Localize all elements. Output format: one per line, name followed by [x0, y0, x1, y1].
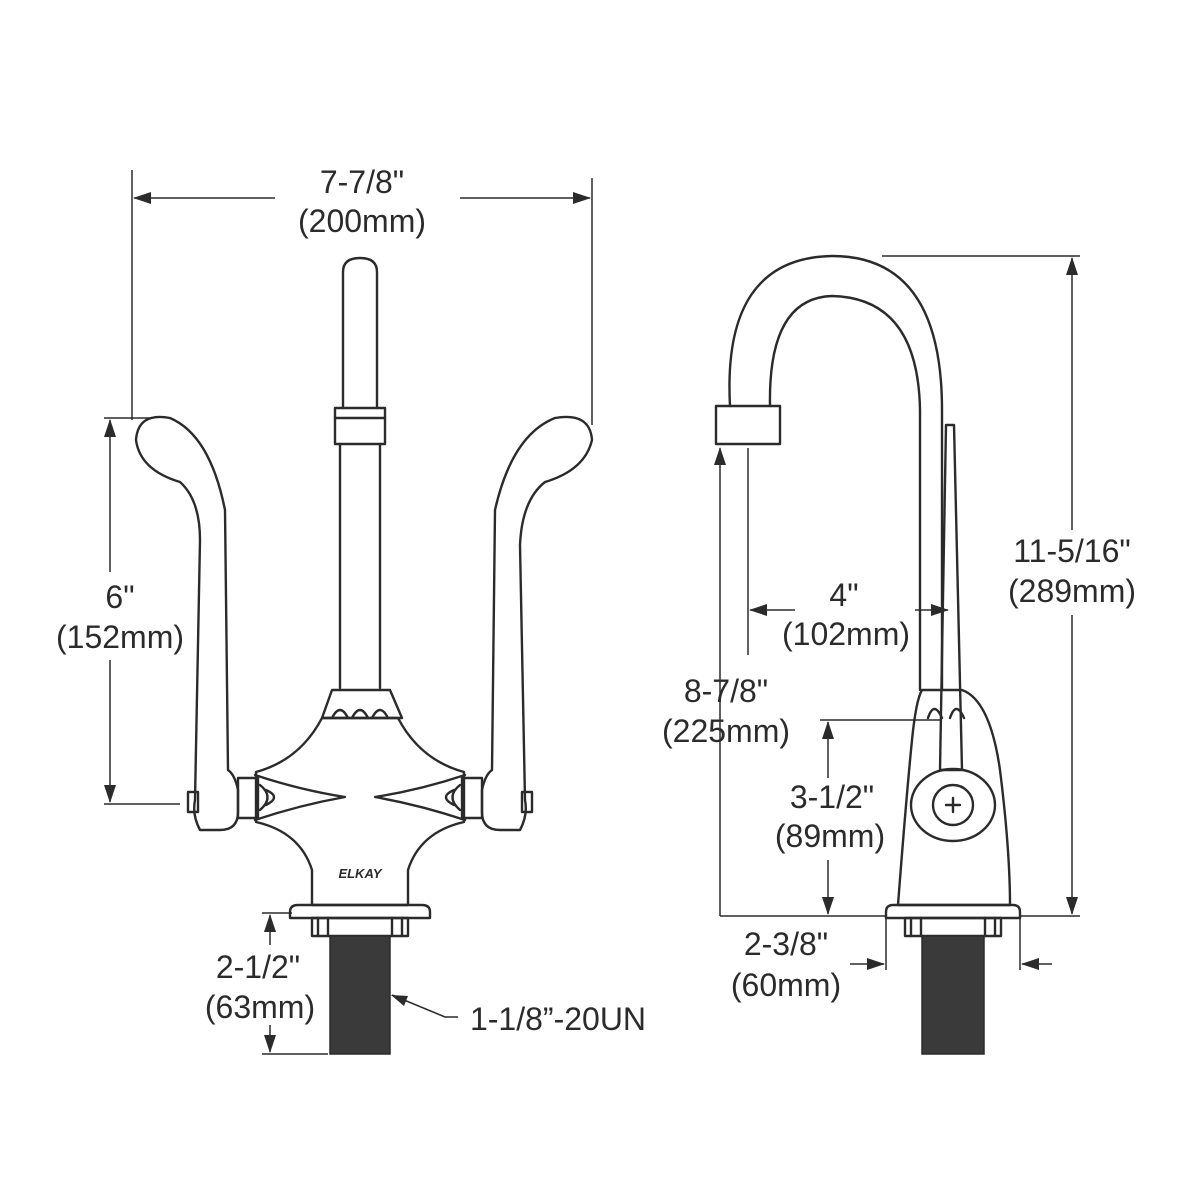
- front-riser-tube: [338, 442, 382, 690]
- front-right-valve: [373, 773, 467, 822]
- shank-length-metric: (63mm): [205, 989, 315, 1025]
- front-right-handle: [480, 415, 594, 832]
- base-width-metric: (60mm): [731, 967, 841, 1003]
- side-handle-screw: [931, 783, 975, 827]
- side-threaded-shank: [921, 935, 985, 1055]
- front-spout-tube: [341, 256, 379, 410]
- handle-height-imperial: 6": [105, 579, 134, 615]
- front-body-cap: [320, 688, 404, 720]
- side-base-flange: [884, 903, 1022, 920]
- front-right-handle-hub: [460, 776, 484, 820]
- spout-reach-metric: (102mm): [782, 616, 910, 652]
- shank-length-imperial: 2-1/2": [216, 949, 300, 985]
- side-spout-outlet: [714, 404, 782, 446]
- front-base-nut: [310, 916, 410, 938]
- side-gooseneck-spout: [728, 254, 944, 692]
- base-width-imperial: 2-3/8": [744, 926, 828, 962]
- overall-width-imperial: 7-7/8": [320, 164, 404, 200]
- handle-center-height-imperial: 3-1/2": [790, 779, 874, 815]
- side-dimensions: [714, 255, 1080, 970]
- brand-logo: ELKAY: [338, 866, 382, 881]
- front-base-flange: [288, 903, 432, 920]
- side-view: [714, 254, 1022, 1055]
- front-left-valve: [253, 773, 347, 822]
- thread-spec: 1-1/8”-20UN: [470, 1001, 646, 1037]
- spout-outlet-height-imperial: 8-7/8": [684, 673, 768, 709]
- handle-height-metric: (152mm): [56, 619, 184, 655]
- spout-reach-imperial: 4": [829, 577, 858, 613]
- front-left-handle: [134, 415, 240, 832]
- side-valve-dome: [909, 767, 997, 843]
- front-left-handle-hub: [236, 776, 260, 820]
- side-base-nut: [903, 916, 1003, 938]
- front-spout-collar: [333, 406, 387, 446]
- overall-height-imperial: 11-5/16": [1013, 533, 1131, 569]
- front-threaded-shank: [329, 935, 391, 1055]
- handle-center-height-metric: (89mm): [775, 818, 885, 854]
- front-dimensions: [104, 170, 593, 1055]
- spout-outlet-height-metric: (225mm): [662, 713, 790, 749]
- front-view: ELKAY: [134, 256, 594, 1055]
- overall-width-metric: (200mm): [298, 203, 426, 239]
- overall-height-metric: (289mm): [1008, 573, 1136, 609]
